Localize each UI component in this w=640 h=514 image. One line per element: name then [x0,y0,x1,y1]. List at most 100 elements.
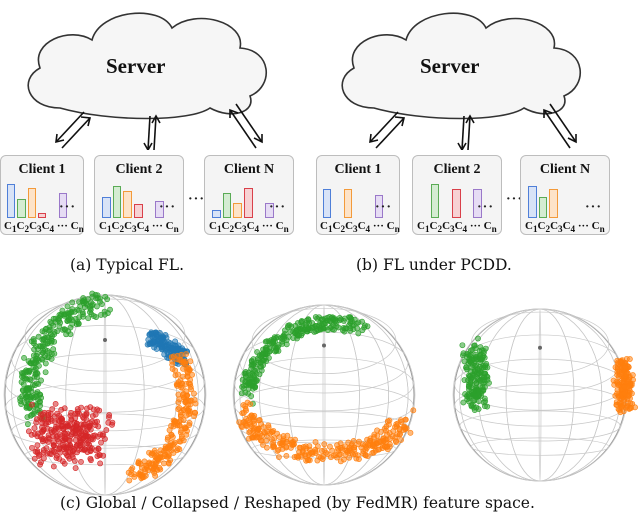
cluster-orange [125,351,199,484]
feature-point [473,404,480,411]
arrows-a [55,103,263,150]
feature-point [61,444,68,451]
feature-point [23,367,30,374]
feature-point [253,426,260,433]
feature-point [476,348,483,354]
sphere-global [3,290,207,496]
class-axis-labels: C1C2C3C4 ··· Cn [209,220,289,235]
feature-point [50,322,57,329]
feature-point [346,454,352,461]
feature-point [67,449,73,456]
feature-point [97,460,104,467]
feature-point [29,444,35,451]
feature-point [273,348,280,354]
feature-point [480,364,487,371]
feature-point [40,427,47,434]
feature-point [172,418,179,425]
feature-point [279,341,286,347]
feature-point [475,387,482,394]
feature-point [42,360,49,367]
feature-point [85,315,92,322]
feature-point [96,452,103,459]
feature-point [52,400,59,407]
feature-point [51,350,58,357]
feature-point [350,444,357,451]
feature-point [52,419,58,426]
feature-point [312,322,319,329]
cluster-green [238,313,371,407]
feature-point [188,397,195,404]
feature-point [386,443,393,450]
feature-point [176,396,183,403]
feature-point [103,427,110,433]
feature-point [396,431,403,438]
feature-point [88,299,94,306]
feature-point [36,399,43,406]
class-bar [549,189,558,218]
feature-point [383,439,389,446]
class-bar [38,213,47,218]
feature-point [34,407,41,414]
cluster-red [25,400,116,472]
feature-point [76,299,82,305]
feature-point [475,335,481,342]
feature-point [98,312,104,318]
feature-point [161,460,167,467]
feature-point [58,423,65,430]
cluster-green [459,335,492,413]
feature-point [240,419,247,426]
feature-point [34,442,41,449]
feature-point [81,447,88,454]
feature-point [178,409,184,416]
feature-point [277,440,283,447]
feature-point [95,445,102,452]
feature-point [474,365,481,372]
feature-point [40,455,47,462]
feature-point [128,466,135,473]
feature-point [299,318,305,325]
feature-point [25,358,32,365]
feature-point [296,332,303,339]
cloud-icon [27,12,267,120]
client-name: Client N [223,162,275,177]
feature-point [17,398,24,405]
feature-point [157,338,163,344]
feature-point [396,425,403,432]
class-bar [17,199,26,218]
feature-point [150,338,156,345]
panel-typical-fl: Server Client 1 ··· Client 2 ··· ··· Cli… [0,0,320,290]
feature-point [24,414,31,421]
feature-point [337,445,344,451]
feature-point [106,412,113,418]
feature-point [152,472,159,479]
feature-point [38,377,44,384]
arrows-b [369,103,577,150]
feature-point [74,318,81,325]
feature-point [166,427,173,434]
class-bar [123,191,132,218]
ellipsis: ··· [269,200,287,215]
feature-point [367,437,374,444]
feature-point [280,436,287,443]
class-bar [233,203,242,218]
feature-point [183,405,190,412]
class-bar [27,188,36,218]
feature-point [105,419,112,426]
feature-point [135,460,142,467]
feature-point [167,340,174,347]
feature-point [471,342,478,349]
feature-point [35,430,41,437]
feature-point [477,355,483,362]
class-axis-labels: C1C2C3C4 ··· Cn [417,220,497,235]
feature-point [81,297,88,304]
feature-point [245,417,252,424]
caption-c: (c) Global / Collapsed / Reshaped (by Fe… [60,494,535,512]
feature-point [36,391,43,398]
feature-point [67,324,74,331]
class-histogram [419,180,483,218]
feature-point [66,455,73,462]
feature-point [243,423,250,430]
client-card-1: Client 1 ··· [0,155,84,235]
ellipsis: ··· [585,200,603,215]
feature-point [69,299,76,306]
